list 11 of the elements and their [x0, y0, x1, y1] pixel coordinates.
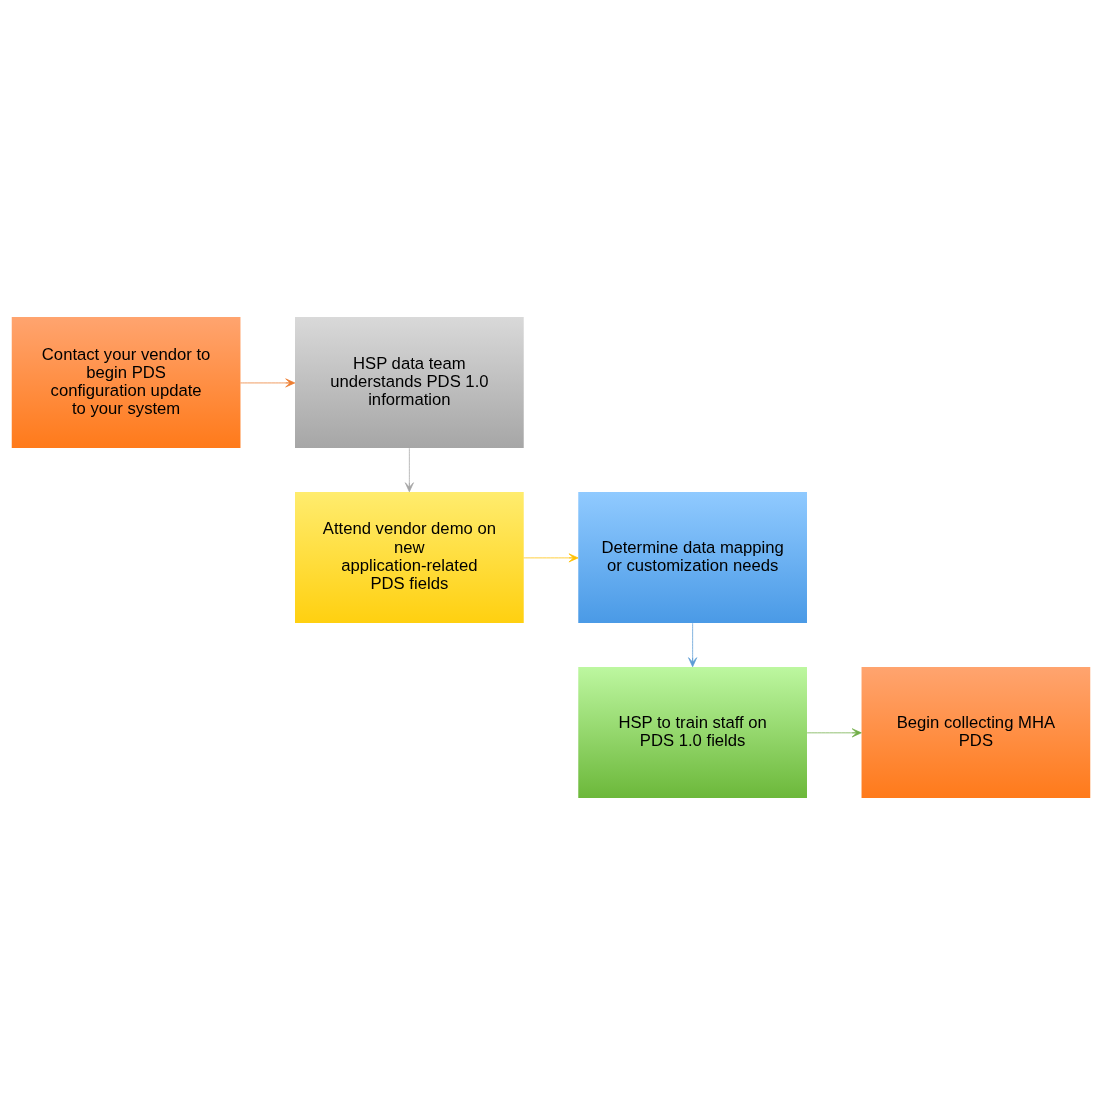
node-box: HSP data team understands PDS 1.0 information: [295, 316, 524, 448]
node-box: Determine data mapping or customization needs: [578, 491, 807, 623]
arrow: [806, 727, 862, 737]
node-box: Begin collecting MHA PDS: [861, 666, 1091, 798]
node-box: Contact your vendor to begin PDS configuration update to your system: [11, 316, 241, 448]
arrow: [240, 377, 296, 387]
arrow: [404, 447, 414, 492]
arrow: [523, 552, 579, 562]
node-box: HSP to train staff on PDS 1.0 fields: [578, 666, 807, 798]
arrow: [688, 622, 698, 667]
node-box: Attend vendor demo on new application-related PDS fields: [295, 491, 524, 623]
